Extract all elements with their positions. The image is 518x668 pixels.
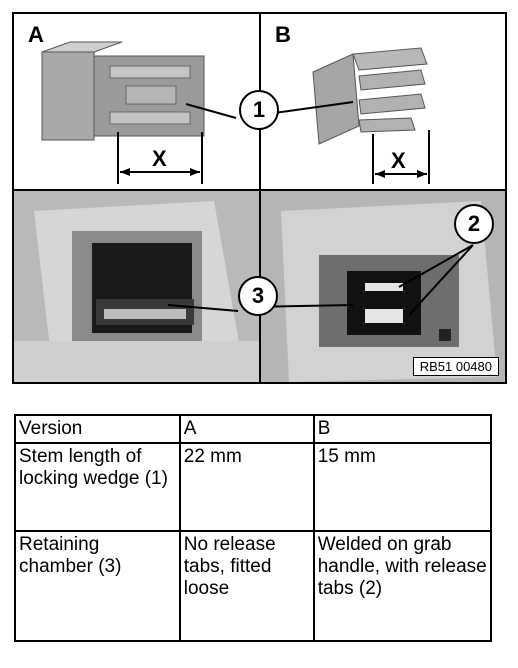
cell-stem-length-b: 15 mm	[312, 442, 493, 532]
callout-3: 3	[238, 276, 278, 316]
callout-1: 1	[239, 90, 279, 130]
retaining-chamber-a-photo	[14, 201, 259, 382]
row-label-retaining-chamber: Retaining chamber (3)	[14, 530, 181, 642]
panel-label-a: A	[28, 22, 44, 47]
table-header-row: Version A B	[14, 414, 493, 444]
comparison-table: Version A B Stem length of locking wedge…	[14, 414, 493, 642]
dimension-label-b: X	[391, 148, 406, 173]
locking-wedge-b-drawing	[261, 47, 430, 184]
dimension-label-a: X	[152, 146, 167, 171]
cell-stem-length-a: 22 mm	[178, 442, 315, 532]
panel-label-b: B	[275, 22, 291, 47]
table-row: Stem length of locking wedge (1) 22 mm 1…	[14, 442, 493, 532]
figure: A X B X	[12, 12, 507, 384]
locking-wedge-a-drawing	[41, 41, 237, 184]
panel-a: A X	[14, 14, 259, 189]
header-b: B	[312, 414, 493, 444]
cell-retaining-chamber-a: No release tabs, fitted loose	[178, 530, 315, 642]
header-a: A	[178, 414, 315, 444]
table-row: Retaining chamber (3) No release tabs, f…	[14, 530, 493, 642]
header-version: Version	[14, 414, 181, 444]
divider-horizontal	[14, 189, 505, 191]
retaining-chamber-b-photo	[261, 201, 497, 382]
row-label-stem-length: Stem length of locking wedge (1)	[14, 442, 181, 532]
reference-code: RB51 00480	[412, 357, 499, 376]
callout-2: 2	[454, 204, 494, 244]
panel-retaining-chamber-a	[14, 191, 259, 382]
panel-b: B X	[261, 14, 505, 189]
cell-retaining-chamber-b: Welded on grab handle, with release tabs…	[312, 530, 493, 642]
divider-vertical	[259, 14, 261, 382]
